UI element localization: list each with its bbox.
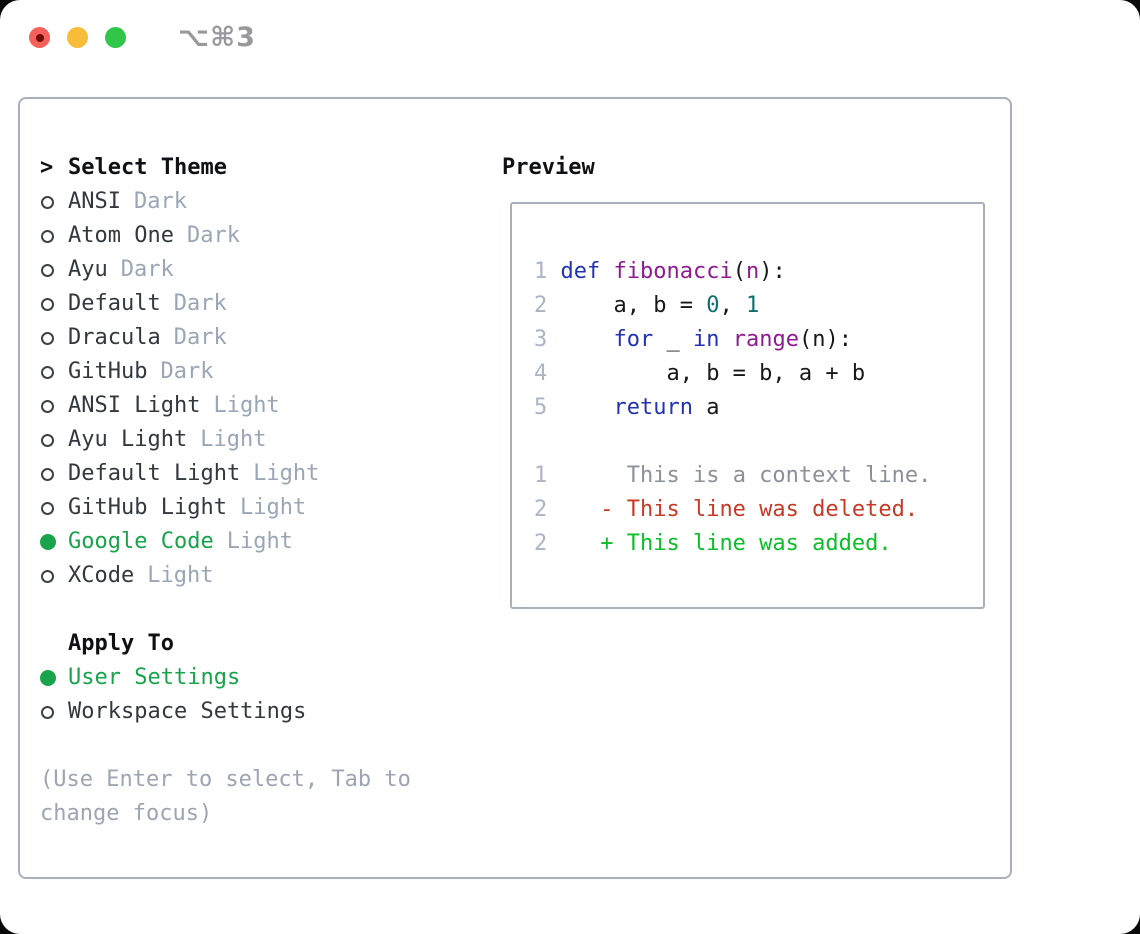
maximize-button[interactable] bbox=[105, 27, 126, 48]
preview-code: 1 def fibonacci(n): 2 a, b = 0, 1 3 for _ … bbox=[534, 255, 983, 561]
theme-name: Dracula bbox=[68, 325, 161, 350]
theme-variant-tag: Light bbox=[226, 529, 293, 554]
option-marker bbox=[40, 229, 68, 243]
header-marker: > bbox=[40, 151, 68, 185]
radio-icon bbox=[41, 433, 54, 447]
apply-option-label: Workspace Settings bbox=[68, 699, 307, 724]
theme-option-default[interactable]: Default Dark bbox=[40, 287, 470, 321]
code-line: 4 a, b = b, a + b bbox=[534, 361, 866, 386]
theme-name: Ayu Light bbox=[68, 427, 188, 452]
theme-option-ansi-light[interactable]: ANSI Light Light bbox=[40, 389, 470, 423]
theme-name: GitHub Light bbox=[68, 495, 227, 520]
theme-name: XCode bbox=[68, 563, 135, 588]
radio-icon bbox=[41, 229, 54, 243]
theme-option-atom-one[interactable]: Atom One Dark bbox=[40, 219, 470, 253]
theme-option-github-light[interactable]: GitHub Light Light bbox=[40, 491, 470, 525]
theme-name: GitHub bbox=[68, 359, 148, 384]
radio-icon bbox=[41, 331, 54, 345]
code-line: 2 + This line was added. bbox=[534, 531, 892, 556]
option-marker bbox=[40, 365, 68, 379]
apply-to-header: Apply To bbox=[40, 627, 470, 661]
selected-radio-icon bbox=[40, 670, 56, 686]
theme-option-dracula[interactable]: Dracula Dark bbox=[40, 321, 470, 355]
option-marker bbox=[40, 569, 68, 583]
unsaved-dot-icon bbox=[35, 33, 44, 42]
preview-box: 1 def fibonacci(n): 2 a, b = 0, 1 3 for _ … bbox=[510, 202, 985, 609]
option-marker bbox=[40, 297, 68, 311]
radio-icon bbox=[41, 501, 54, 515]
theme-option-ayu[interactable]: Ayu Dark bbox=[40, 253, 470, 287]
theme-option-google-code[interactable]: Google Code Light bbox=[40, 525, 470, 559]
option-marker bbox=[40, 331, 68, 345]
option-marker bbox=[40, 263, 68, 277]
code-line: 2 a, b = 0, 1 bbox=[534, 293, 760, 318]
radio-icon bbox=[41, 705, 54, 719]
window-title: ⌥⌘3 bbox=[178, 22, 256, 53]
preview-title: Preview bbox=[502, 155, 595, 180]
theme-variant-tag: Light bbox=[239, 495, 307, 520]
option-marker bbox=[40, 670, 68, 686]
theme-variant-tag: Light bbox=[147, 563, 214, 588]
theme-variant-tag: Light bbox=[253, 461, 320, 486]
radio-icon bbox=[41, 263, 54, 277]
option-marker bbox=[40, 399, 68, 413]
code-line: 3 for _ in range(n): bbox=[534, 327, 852, 352]
close-button[interactable] bbox=[29, 27, 50, 48]
option-marker bbox=[40, 433, 68, 447]
theme-variant-tag: Dark bbox=[173, 325, 227, 350]
code-line bbox=[534, 425, 983, 459]
theme-option-ansi[interactable]: ANSI Dark bbox=[40, 185, 470, 219]
theme-variant-tag: Dark bbox=[160, 359, 214, 384]
theme-name: Default bbox=[68, 291, 161, 316]
theme-option-default-light[interactable]: Default Light Light bbox=[40, 457, 470, 491]
select-theme-header: > Select Theme bbox=[40, 151, 470, 185]
theme-option-github[interactable]: GitHub Dark bbox=[40, 355, 470, 389]
titlebar: ⌥⌘3 bbox=[0, 0, 1140, 75]
radio-icon bbox=[41, 399, 54, 413]
theme-name: Atom One bbox=[68, 223, 174, 248]
radio-icon bbox=[41, 569, 54, 583]
apply-option-workspace-settings[interactable]: Workspace Settings bbox=[40, 695, 470, 729]
theme-name: Ayu bbox=[68, 257, 108, 282]
theme-name: Default Light bbox=[68, 461, 241, 486]
radio-icon bbox=[41, 467, 54, 481]
option-marker bbox=[40, 705, 68, 719]
code-line: 1 def fibonacci(n): bbox=[534, 259, 786, 284]
theme-variant-tag: Light bbox=[213, 393, 280, 418]
radio-icon bbox=[41, 297, 54, 311]
theme-name: ANSI Light bbox=[68, 393, 201, 418]
minimize-button[interactable] bbox=[67, 27, 88, 48]
theme-variant-tag: Dark bbox=[120, 257, 174, 282]
radio-icon bbox=[41, 195, 54, 209]
apply-option-label: User Settings bbox=[68, 665, 241, 690]
radio-icon bbox=[41, 365, 54, 379]
code-line: 1 This is a context line. bbox=[534, 463, 932, 488]
option-marker bbox=[40, 195, 68, 209]
apply-to-title: Apply To bbox=[68, 631, 174, 656]
selected-radio-icon bbox=[40, 534, 56, 550]
theme-variant-tag: Dark bbox=[133, 189, 187, 214]
apply-option-user-settings[interactable]: User Settings bbox=[40, 661, 470, 695]
theme-option-ayu-light[interactable]: Ayu Light Light bbox=[40, 423, 470, 457]
option-marker bbox=[40, 467, 68, 481]
option-marker bbox=[40, 501, 68, 515]
theme-variant-tag: Light bbox=[200, 427, 267, 452]
code-line: 5 return a bbox=[534, 395, 720, 420]
option-marker bbox=[40, 534, 68, 550]
theme-name: ANSI bbox=[68, 189, 121, 214]
select-theme-title: Select Theme bbox=[68, 155, 227, 180]
code-line: 2 - This line was deleted. bbox=[534, 497, 919, 522]
theme-variant-tag: Dark bbox=[173, 291, 227, 316]
cursor-prompt-icon: > bbox=[40, 155, 54, 180]
keyboard-hint: (Use Enter to select, Tab to change focu… bbox=[40, 767, 411, 826]
theme-name: Google Code bbox=[68, 529, 214, 554]
theme-variant-tag: Dark bbox=[186, 223, 240, 248]
theme-option-xcode[interactable]: XCode Light bbox=[40, 559, 470, 593]
